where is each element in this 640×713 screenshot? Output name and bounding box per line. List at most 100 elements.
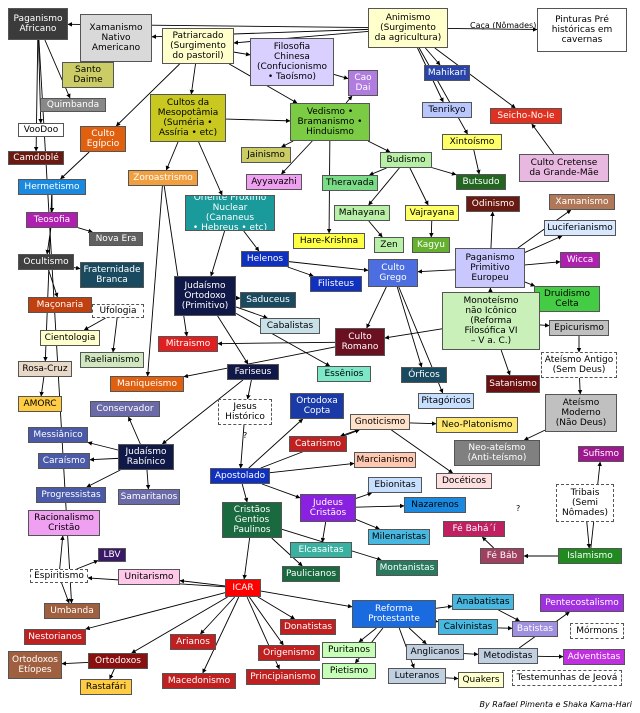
credit: By Rafael Pimenta e Shaka Kama-Hari [479,700,632,709]
connector-patriarcado-to-cultos-mesopotamia [189,63,196,95]
node-messianico: Messiânico [28,427,88,443]
connector-patriarcado-to-filosofia-chinesa [233,51,251,57]
node-oriente-proximo: Oriente Próximo Nuclear (Cananeus • Hebr… [185,195,275,231]
node-xamanismo-nativo: Xamanismo Nativo Americano [80,14,152,62]
connector-ortodoxos-to-ortodoxos-etiopes [61,661,89,666]
connector-ufologia-to-ciento [83,317,106,331]
connector-gnoticismo-to-catarismo [340,429,358,437]
node-ortodoxos-etiopes: Ortodoxos Etíopes [8,651,62,679]
node-neo-ateismo: Neo-ateísmo (Anti-teísmo) [454,440,540,466]
node-rosa-cruz: Rosa-Cruz [18,361,72,377]
node-luteranos: Luteranos [388,668,446,684]
node-reforma: Reforma Protestante [352,600,436,628]
connector-culto-grego-to-orficos [396,286,423,368]
node-cao-dai: Cao Dai [348,70,378,96]
node-islamismo: Islamismo [558,548,622,564]
node-hare-krishna: Hare-Krishna [293,233,365,249]
connector-judaismo-ortodoxo-to-essenios [235,313,331,367]
node-tenrikyo: Tenrikyo [422,102,472,118]
connector-paganismo-africano-to-quimbanda [44,39,71,99]
node-puritanos: Puritanos [322,642,376,658]
connector-anabatistas-to-batistas [498,609,520,622]
node-culto-romano: Culto Romano [335,328,385,356]
connector-reforma-to-anglicanos [408,627,427,645]
node-quimbanda: Quimbanda [40,98,106,112]
node-orficos: Órficos [401,367,447,383]
node-progressistas: Progressistas [36,487,106,503]
connector-paganismo-europeu-to-druidismo [524,281,536,287]
connector-filosofia-chinesa-to-cao-dai [333,73,349,80]
node-fariseus: Fariseus [227,364,279,380]
connector-patriarcado-to-culto-egipcio [115,63,180,127]
connector-icar-to-donatistas [257,596,296,620]
connector-vajrayana-to-kagyu [429,220,434,238]
node-sufismo: Sufismo [578,446,624,462]
node-judeus-cristaos: Judeus Cristãos [300,494,356,522]
connector-judeus-cristaos-to-ebionitas [355,492,373,499]
node-culto-cretense: Culto Cretense da Grande-Mãe [519,154,609,182]
node-maconaria: Maçonaria [28,297,92,313]
node-unitarismo: Unitarismo [118,569,180,585]
node-nazarenos: Nazarenos [404,497,466,513]
connector-paganismo-europeu-to-culto-grego [417,269,456,274]
connector-judaismo-rabinico-to-samaritanos [145,469,151,490]
node-fraternidade: Fraternidade Branca [80,262,144,288]
node-odinismo: Odinismo [466,196,520,212]
node-animismo: Animismo (Surgimento da agricultura) [368,8,448,48]
connector-monoteismo-to-satanismo [500,349,511,376]
node-paulicianos: Paulicianos [282,566,340,582]
connector-cultos-mesopotamia-to-vedismo [225,118,291,124]
node-testemunhas: Testemunhas de Jeová [512,670,622,686]
node-ateismo-antigo: Ateísmo Antigo (Sem Deus) [541,352,617,378]
node-anglicanos: Anglicanos [406,644,464,660]
node-adventistas: Adventistas [563,649,625,665]
connector-budismo-to-mahayana [368,167,400,206]
node-ocultismo: Ocultismo [18,254,74,270]
node-ateismo-moderno: Ateísmo Moderno (Não Deus) [545,394,617,432]
node-seicho: Seicho-No-Ie [490,108,562,124]
node-montanistas: Montanistas [376,560,438,576]
node-arianos: Arianos [170,634,216,650]
node-voodoo: VooDoo [18,123,64,137]
node-caraismo: Caraísmo [38,453,90,469]
node-macedonismo: Macedonismo [162,673,236,689]
node-principianismo: Principianismo [246,669,320,685]
node-mahayana: Mahayana [334,205,390,221]
node-paganismo-africano: Paganismo Africano [8,8,68,40]
connector-teosofia-to-nova-era [77,227,93,234]
connector-icar-to-nestorianos [85,592,226,631]
node-filisteus: Filisteus [310,276,362,292]
node-raelianismo: Raelianismo [80,352,144,368]
connector-animismo-to-seicho [434,47,516,109]
connector-apostolado-to-cristaos-gentios [241,483,249,503]
node-donatistas: Donatistas [280,619,336,635]
connector-jesus-historico-to-apostolado [238,424,245,469]
node-umbanda: Umbanda [44,603,100,619]
connector-judaismo-rabinico-to-conservador [128,416,141,445]
node-theravada: Theravada [322,175,378,191]
node-helenos: Helenos [241,251,289,267]
connector-monoteismo-to-culto-romano [384,328,443,340]
node-elcasaitas: Elcasaitas [290,542,352,558]
connector-animismo-to-pinturas [447,27,538,32]
node-nova-era: Nova Era [89,232,143,246]
node-fe-baha: Fé Bahá´í [443,521,505,537]
node-judaismo-rabinico: Judaísmo Rabínico [118,444,174,470]
node-jainismo: Jainismo [241,147,291,163]
edge-label-caca: Caça (Nômades) [470,21,537,30]
node-metodistas: Metodistas [478,648,538,664]
node-patriarcado: Patriarcado (Surgimento do pastoril) [162,28,234,64]
node-maniqueismo: Maniqueismo [110,376,184,392]
connector-reforma-to-puritanos [358,627,377,643]
connector-judaismo-rabinico-to-caraismo [89,457,119,462]
node-ciento: Cientologia [40,330,100,346]
node-doceticos: Docéticos [436,473,492,489]
connector-ufologia-to-raelianismo [111,317,118,353]
node-cabalistas: Cabalistas [260,318,320,334]
node-paganismo-europeu: Paganismo Primitivo Europeu [455,248,525,288]
connector-rosa-cruz-to-amorc [39,376,45,397]
node-hermetismo: Hermetismo [18,179,86,195]
node-jesus-historico: Jesus Histórico [218,399,272,425]
connector-zoroastrismo-to-maniqueismo [145,185,163,377]
node-butsudo: Butsudo [456,174,506,190]
